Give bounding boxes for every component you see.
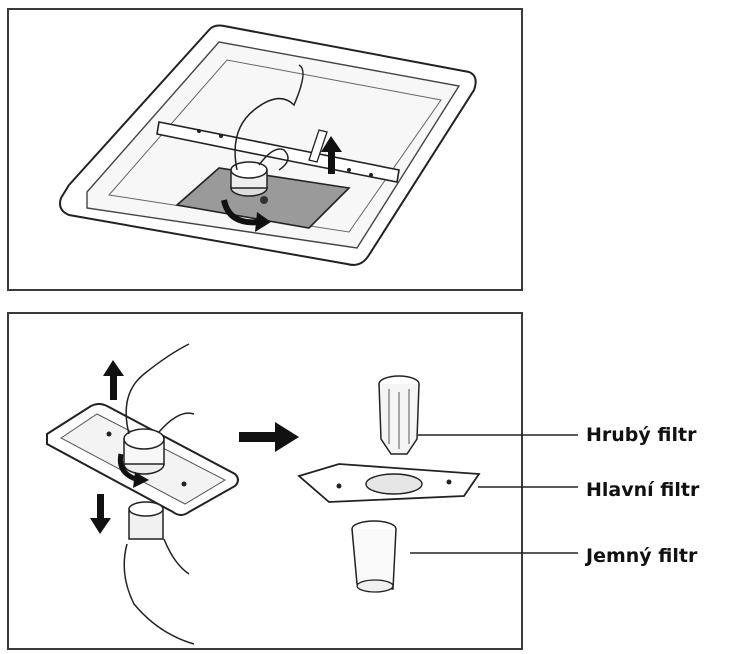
- main-filter-label: Hlavní filtr: [586, 479, 699, 501]
- fine-filter-label: Jemný filtr: [586, 545, 697, 567]
- top-panel-tub-bottom: [7, 8, 523, 291]
- bottom-panel-filter-assembly: [7, 312, 523, 650]
- tub-bottom-illustration: [9, 10, 521, 289]
- coarse-filter-label: Hrubý filtr: [586, 424, 696, 446]
- filter-assembly-illustration: [9, 314, 521, 648]
